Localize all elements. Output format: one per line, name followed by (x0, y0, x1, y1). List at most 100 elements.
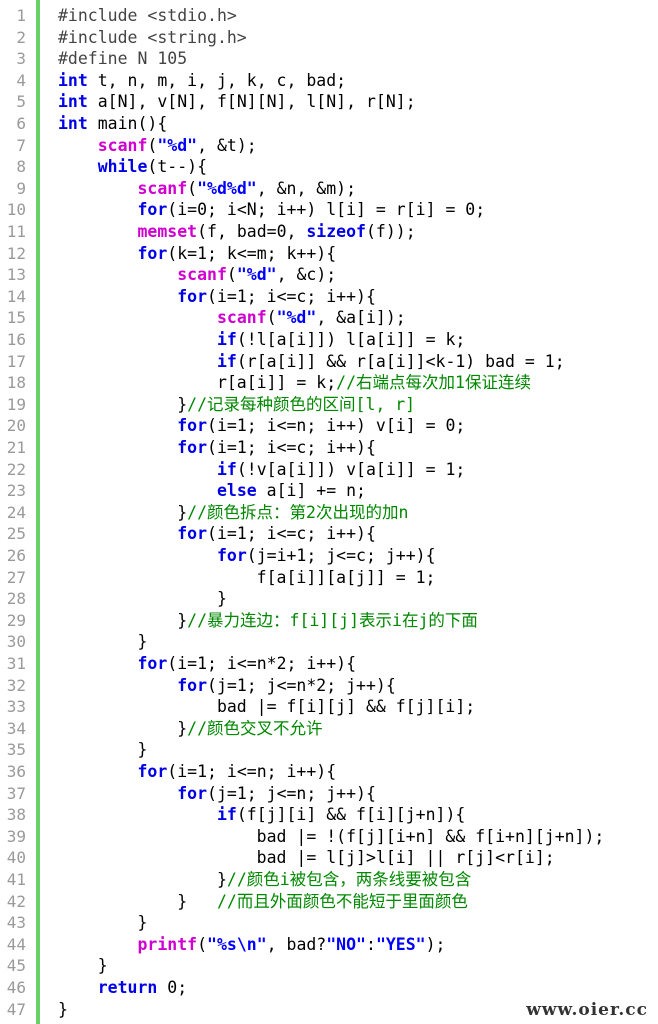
code-line[interactable]: 9 scanf("%d%d", &n, &m); (0, 178, 658, 200)
code-token: bad |= l[j]>l[i] || r[j]<r[i]; (58, 848, 555, 868)
code-line[interactable]: 40 bad |= l[j]>l[i] || r[j]<r[i]; (0, 847, 658, 869)
code-line[interactable]: 21 for(i=1; i<=c; i++){ (0, 437, 658, 459)
code-text: if(r[a[i]] && r[a[i]]<k-1) bad = 1; (58, 351, 565, 373)
code-line[interactable]: 37 for(j=1; j<=n; j++){ (0, 783, 658, 805)
line-number: 34 (6, 718, 26, 738)
keyword-token: return (97, 978, 158, 997)
keyword-token: for (177, 286, 208, 306)
code-line[interactable]: 34 }//颜色交叉不允许 (0, 718, 658, 740)
code-line[interactable]: 16 if(!l[a[i]]) l[a[i]] = k; (0, 329, 658, 351)
code-line[interactable]: 36 for(i=1; i<=n; i++){ (0, 761, 658, 783)
code-line[interactable]: 27 f[a[i]][a[j]] = 1; (0, 567, 658, 589)
code-line[interactable]: 46 return 0; (0, 977, 658, 999)
code-line[interactable]: 38 if(f[j][i] && f[i][j+n]){ (0, 804, 658, 826)
code-line[interactable]: 44 printf("%s\n", bad?"NO":"YES"); (0, 934, 658, 956)
keyword-token: for (177, 416, 208, 436)
code-line[interactable]: 30 } (0, 631, 658, 653)
preprocessor-token: #include <stdio.h> (58, 6, 237, 25)
code-token (58, 978, 98, 997)
code-token: r[a[i]] = k; (58, 373, 337, 393)
code-line[interactable]: 39 bad |= !(f[j][i+n] && f[i+n][j+n]); (0, 826, 658, 848)
code-line[interactable]: 15 scanf("%d", &a[i]); (0, 307, 658, 329)
line-number: 25 (6, 524, 26, 544)
code-line[interactable]: 42 } //而且外面颜色不能短于里面颜色 (0, 891, 658, 913)
code-text: #include <string.h> (58, 27, 247, 49)
keyword-token: for (177, 438, 208, 457)
code-line[interactable]: 22 if(!v[a[i]]) v[a[i]] = 1; (0, 459, 658, 481)
string-token: "YES" (375, 934, 426, 954)
code-line[interactable]: 7 scanf("%d", &t); (0, 135, 658, 157)
line-number: 7 (16, 135, 26, 155)
function-token: scanf (137, 178, 188, 198)
code-line[interactable]: 28 } (0, 588, 658, 610)
code-token: (j=i+1; j<=c; j++){ (246, 546, 436, 565)
code-text: printf("%s\n", bad?"NO":"YES"); (58, 934, 445, 956)
comment-token: //颜色i被包含，两条线要被包含 (226, 870, 472, 889)
code-line[interactable]: 14 for(i=1; i<=c; i++){ (0, 286, 658, 308)
code-text: for(i=1; i<=c; i++){ (58, 523, 376, 545)
line-number: 22 (6, 459, 26, 479)
code-line[interactable]: 26 for(j=i+1; j<=c; j++){ (0, 545, 658, 567)
code-line[interactable]: 32 for(j=1; j<=n*2; j++){ (0, 675, 658, 697)
code-line[interactable]: 47} (0, 999, 658, 1021)
code-line[interactable]: 2#include <string.h> (0, 27, 658, 49)
code-token: a[N], v[N], f[N][N], l[N], r[N]; (87, 92, 416, 112)
code-token: ( (147, 135, 158, 155)
code-line[interactable]: 45 } (0, 955, 658, 977)
code-line[interactable]: 8 while(t--){ (0, 156, 658, 178)
line-number: 32 (6, 675, 26, 695)
code-token (58, 416, 177, 435)
code-token: (i=0; i<N; i++) l[i] = r[i] = 0; (167, 200, 486, 220)
code-token: (i=1; i<=c; i++){ (207, 286, 376, 306)
code-text: for(j=1; j<=n*2; j++){ (58, 675, 396, 697)
code-text: for(i=1; i<=n*2; i++){ (58, 653, 356, 675)
code-token: ( (197, 934, 208, 954)
code-text: for(i=0; i<N; i++) l[i] = r[i] = 0; (58, 199, 485, 221)
code-line[interactable]: 19 }//记录每种颜色的区间[l, r] (0, 394, 658, 416)
code-text: for(i=1; i<=n; i++) v[i] = 0; (58, 415, 465, 437)
code-line[interactable]: 12 for(k=1; k<=m; k++){ (0, 243, 658, 265)
code-line[interactable]: 41 }//颜色i被包含，两条线要被包含 (0, 869, 658, 891)
line-number: 31 (6, 654, 26, 673)
code-line[interactable]: 17 if(r[a[i]] && r[a[i]]<k-1) bad = 1; (0, 351, 658, 373)
keyword-token: if (216, 805, 237, 825)
code-line[interactable]: 35 } (0, 739, 658, 761)
string-token: "NO" (326, 934, 366, 954)
code-line[interactable]: 18 r[a[i]] = k;//右端点每次加1保证连续 (0, 372, 658, 394)
code-token: } (58, 870, 227, 889)
line-number: 6 (16, 114, 26, 133)
code-line[interactable]: 1 #include <stdio.h> (0, 5, 658, 27)
line-number: 24 (6, 502, 26, 522)
keyword-token: int (58, 92, 88, 112)
comment-token: //记录每种颜色的区间[l, r] (187, 394, 416, 414)
code-text: }//颜色交叉不允许 (58, 718, 323, 740)
code-line[interactable]: 23 else a[i] += n; (0, 480, 658, 502)
code-line[interactable]: 10 for(i=0; i<N; i++) l[i] = r[i] = 0; (0, 199, 658, 221)
code-line[interactable]: 13 scanf("%d", &c); (0, 264, 658, 286)
code-token: (r[a[i]] && r[a[i]]<k-1) bad = 1; (236, 351, 565, 371)
keyword-token: int (58, 114, 88, 133)
code-line[interactable]: 33 bad |= f[i][j] && f[j][i]; (0, 696, 658, 718)
line-number: 14 (6, 286, 26, 306)
code-line[interactable]: 20 for(i=1; i<=n; i++) v[i] = 0; (0, 415, 658, 437)
code-line[interactable]: 29 }//暴力连边：f[i][j]表示i在j的下面 (0, 610, 658, 632)
code-token: (f, bad=0, (197, 222, 307, 241)
keyword-token: sizeof (306, 222, 366, 241)
code-line[interactable]: 24 }//颜色拆点：第2次出现的加n (0, 502, 658, 524)
code-token: } (58, 589, 227, 609)
code-line[interactable]: 31 for(i=1; i<=n*2; i++){ (0, 653, 658, 675)
code-text: for(i=1; i<=c; i++){ (58, 437, 376, 459)
code-line[interactable]: 25 for(i=1; i<=c; i++){ (0, 523, 658, 545)
code-line[interactable]: 3#define N 105 (0, 48, 658, 70)
keyword-token: else (216, 481, 257, 501)
code-text: scanf("%d", &t); (58, 135, 257, 157)
code-line[interactable]: 11 memset(f, bad=0, sizeof(f)); (0, 221, 658, 243)
code-text: } (58, 739, 147, 761)
comment-token: //颜色交叉不允许 (187, 718, 323, 738)
code-line[interactable]: 43 } (0, 912, 658, 934)
line-number: 1 (16, 6, 26, 25)
